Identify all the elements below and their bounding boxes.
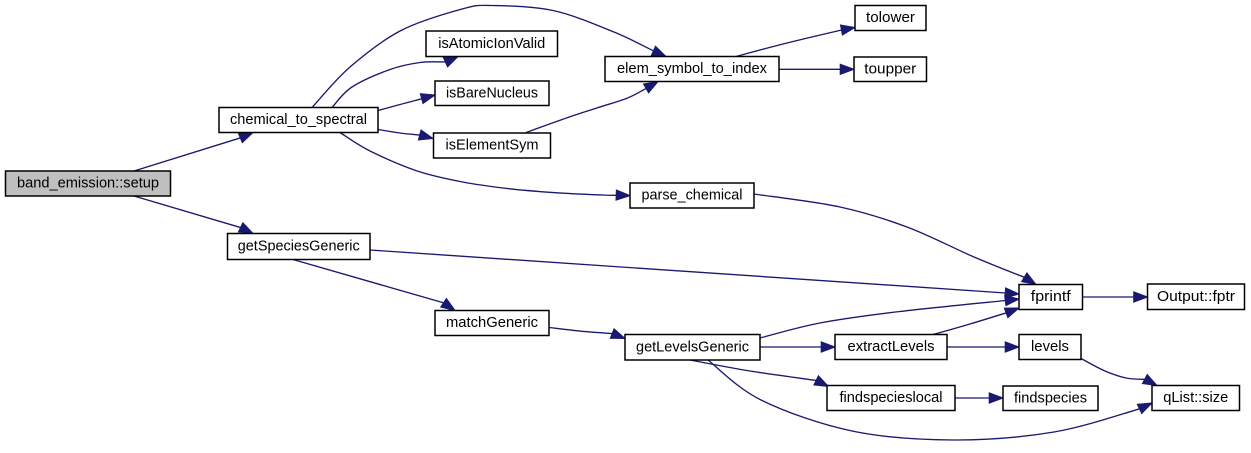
svg-text:qList::size: qList::size	[1163, 389, 1228, 406]
svg-text:tolower: tolower	[866, 9, 915, 26]
svg-text:isAtomicIonValid: isAtomicIonValid	[438, 35, 545, 52]
svg-text:band_emission::setup: band_emission::setup	[17, 175, 159, 192]
svg-text:isElementSym: isElementSym	[446, 137, 539, 154]
svg-text:getLevelsGeneric: getLevelsGeneric	[636, 338, 749, 355]
svg-text:Output::fptr: Output::fptr	[1157, 288, 1235, 305]
svg-text:elem_symbol_to_index: elem_symbol_to_index	[617, 60, 767, 77]
svg-text:toupper: toupper	[864, 60, 916, 77]
svg-text:findspecies: findspecies	[1014, 389, 1087, 406]
svg-text:levels: levels	[1031, 338, 1069, 355]
svg-text:chemical_to_spectral: chemical_to_spectral	[230, 111, 367, 128]
svg-text:parse_chemical: parse_chemical	[642, 187, 743, 204]
svg-text:findspecieslocal: findspecieslocal	[840, 389, 943, 406]
svg-text:isBareNucleus: isBareNucleus	[446, 84, 538, 101]
svg-text:getSpeciesGeneric: getSpeciesGeneric	[238, 238, 360, 255]
svg-text:matchGeneric: matchGeneric	[446, 314, 538, 331]
svg-text:fprintf: fprintf	[1031, 288, 1072, 305]
svg-text:extractLevels: extractLevels	[848, 338, 935, 355]
